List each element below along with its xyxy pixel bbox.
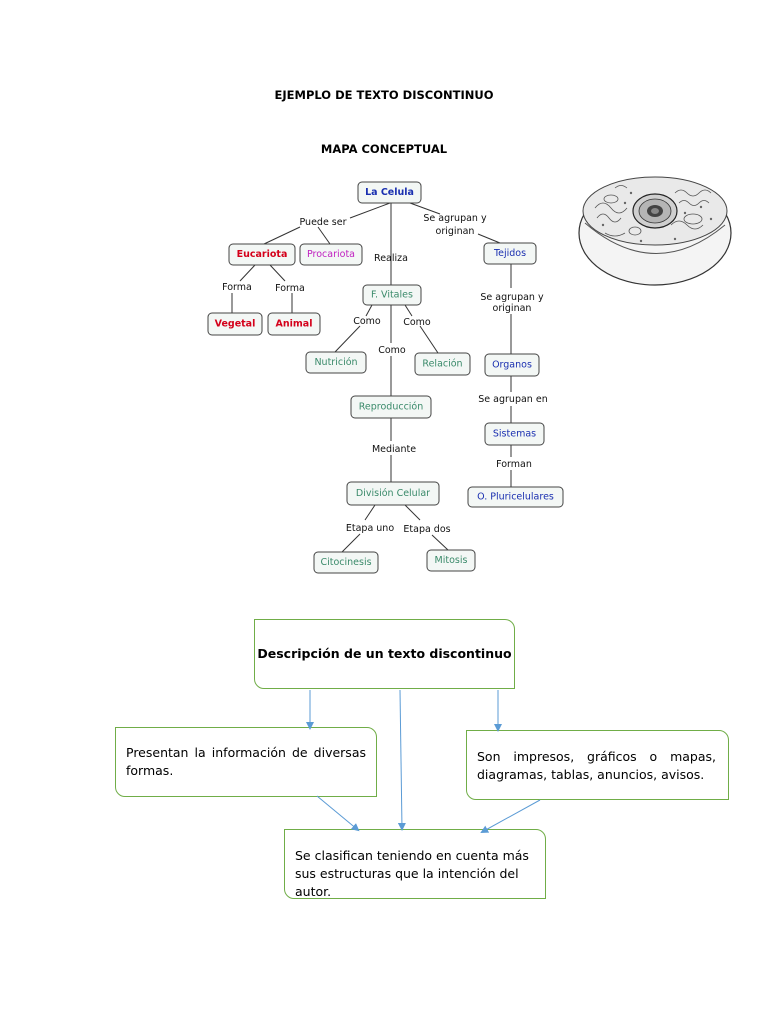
node-nutricion: Nutrición xyxy=(305,351,367,374)
node-sistemas: Sistemas xyxy=(484,422,545,446)
flow-header-box: Descripción de un texto discontinuo xyxy=(254,619,515,689)
node-reproduccion: Reproducción xyxy=(350,395,432,419)
flow-header-text: Descripción de un texto discontinuo xyxy=(257,645,512,661)
flow-left-box: Presentan la información de diversas for… xyxy=(115,727,377,797)
node-eucariota-label: Eucariota xyxy=(237,249,288,260)
flow-left-text: Presentan la información de diversas for… xyxy=(126,745,366,779)
node-citocinesis: Citocinesis xyxy=(313,551,379,574)
node-nutricion-label: Nutrición xyxy=(314,357,357,368)
document-title: EJEMPLO DE TEXTO DISCONTINUO xyxy=(274,88,494,102)
link-label-agrupan-1b: originan xyxy=(436,226,475,237)
link-label-como-1: Como xyxy=(353,316,381,327)
node-procariota: Procariota xyxy=(299,243,363,266)
section-subtitle: MAPA CONCEPTUAL xyxy=(320,142,448,156)
flow-right-box: Son impresos, gráficos o mapas, diagrama… xyxy=(466,730,729,800)
node-reproduccion-label: Reproducción xyxy=(359,402,424,413)
node-animal: Animal xyxy=(267,312,321,336)
concept-map: Puede ser Realiza Se agrupan y originan … xyxy=(207,181,564,574)
link-label-realiza: Realiza xyxy=(374,253,408,264)
node-eucariota: Eucariota xyxy=(228,243,296,266)
link-label-forma-2: Forma xyxy=(275,283,305,294)
arrow-left-to-bottom xyxy=(316,795,360,832)
node-division-celular: División Celular xyxy=(346,481,440,506)
node-animal-label: Animal xyxy=(276,319,313,330)
node-f-vitales: F. Vitales xyxy=(362,284,422,306)
link-label-agrupan-en: Se agrupan en xyxy=(478,394,547,405)
concept-map-edges xyxy=(231,202,512,553)
arrow-right-to-bottom xyxy=(480,799,541,833)
link-label-mediante: Mediante xyxy=(372,444,416,455)
node-organos-label: Organos xyxy=(492,360,532,371)
node-vegetal: Vegetal xyxy=(207,312,263,336)
node-procariota-label: Procariota xyxy=(307,249,355,260)
node-mitosis: Mitosis xyxy=(426,549,476,572)
link-label-forma-1: Forma xyxy=(222,282,252,293)
node-tejidos-label: Tejidos xyxy=(493,248,526,259)
node-relacion-label: Relación xyxy=(422,359,462,370)
node-tejidos: Tejidos xyxy=(483,242,537,265)
node-division-celular-label: División Celular xyxy=(356,488,430,499)
link-label-agrupan-2b: originan xyxy=(493,303,532,314)
link-label-etapa-uno: Etapa uno xyxy=(346,523,394,534)
node-mitosis-label: Mitosis xyxy=(435,555,468,566)
node-vegetal-label: Vegetal xyxy=(215,319,256,330)
flow-right-text: Son impresos, gráficos o mapas, diagrama… xyxy=(477,749,716,783)
node-o-pluricelulares: O. Pluricelulares xyxy=(467,486,564,508)
node-f-vitales-label: F. Vitales xyxy=(371,290,413,301)
flow-bottom-box: Se clasifican teniendo en cuenta más sus… xyxy=(284,829,546,899)
link-label-agrupan-1a: Se agrupan y xyxy=(423,213,487,224)
node-la-celula: La Celula xyxy=(357,181,422,204)
arrow-header-to-bottom xyxy=(397,689,406,831)
node-o-pluricelulares-label: O. Pluricelulares xyxy=(477,492,554,503)
link-label-como-3: Como xyxy=(378,345,406,356)
node-sistemas-label: Sistemas xyxy=(493,429,536,440)
link-label-etapa-dos: Etapa dos xyxy=(403,524,450,535)
link-label-agrupan-2a: Se agrupan y xyxy=(480,292,544,303)
link-label-forman: Forman xyxy=(496,459,532,470)
node-relacion: Relación xyxy=(414,352,471,376)
node-la-celula-label: La Celula xyxy=(365,187,414,198)
link-label-puede-ser: Puede ser xyxy=(299,217,346,228)
link-label-como-2: Como xyxy=(403,317,431,328)
cell-illustration xyxy=(578,176,732,286)
node-citocinesis-label: Citocinesis xyxy=(320,557,371,568)
node-organos: Organos xyxy=(484,353,540,377)
flow-bottom-text: Se clasifican teniendo en cuenta más sus… xyxy=(295,848,529,900)
